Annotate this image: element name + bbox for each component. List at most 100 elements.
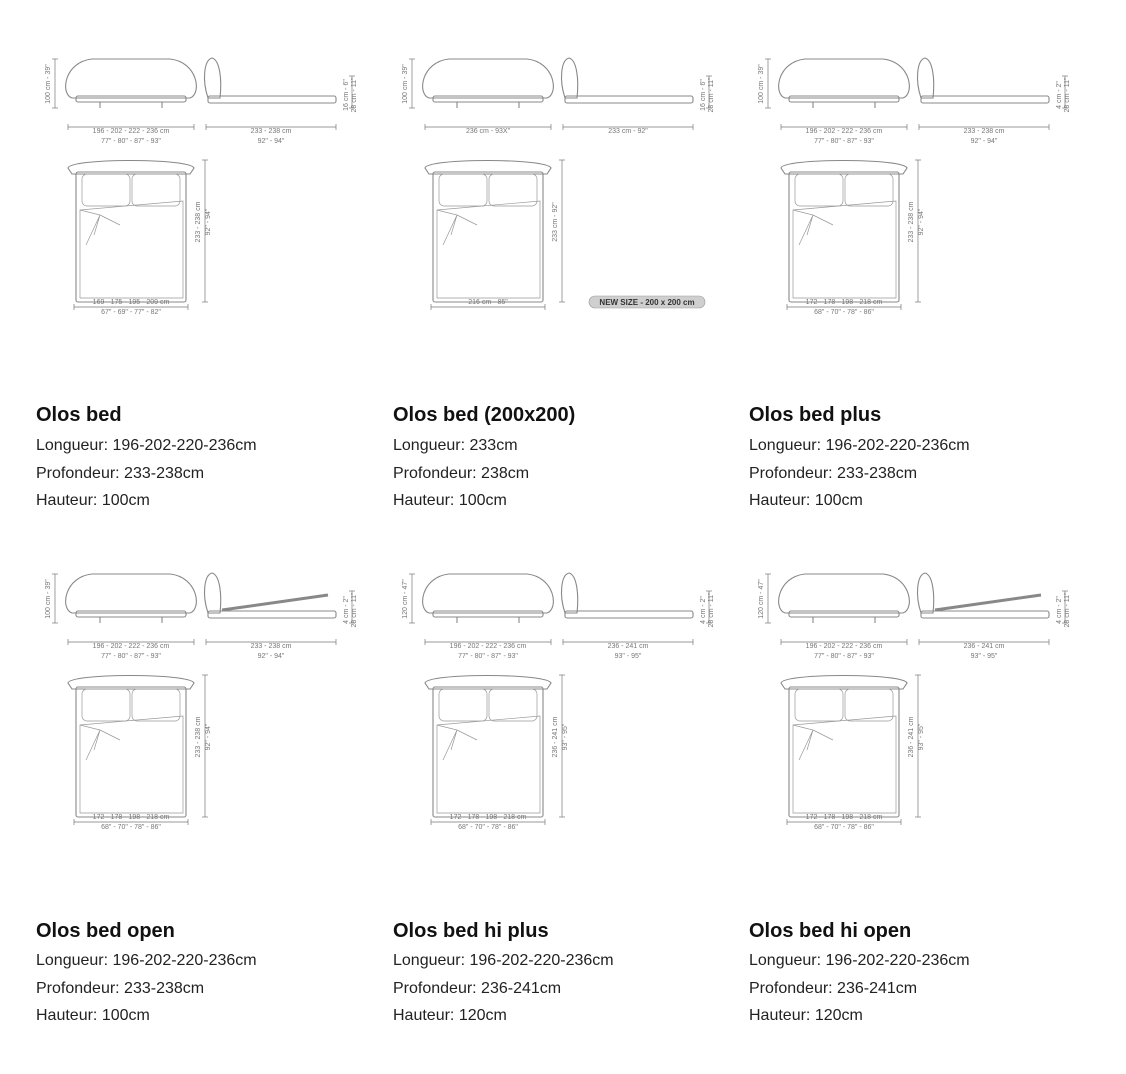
bed-drawing-svg: 100 cm - 39" 196 - 202 - 222 - 236 cm 77" … <box>45 57 358 316</box>
side-depth-label: 233 - 238 cm <box>964 128 1005 135</box>
spec-length: Longueur: 196-202-220-236cm <box>36 952 257 969</box>
spec-height: Hauteur: 100cm <box>36 1007 150 1024</box>
front-width-inch-label: 77" - 80" - 87" - 93" <box>101 653 161 660</box>
technical-drawing: 100 cm - 39" 196 - 202 - 222 - 236 cm 77" … <box>0 50 358 350</box>
plan-width-inch-label: 68" - 70" - 78" - 86" <box>458 824 518 831</box>
spec-length: Longueur: 196-202-220-236cm <box>749 952 970 969</box>
plan-depth-label: 233 - 238 cm <box>195 716 202 757</box>
side-height-label-1: 4 cm - 2" <box>1056 596 1063 624</box>
height-dimension-label: 100 cm - 39" <box>402 64 409 104</box>
plan-depth-inch-label: 93" - 95" <box>562 723 569 750</box>
side-depth-inch-label: 92" - 94" <box>971 138 998 145</box>
bed-drawing-svg: 120 cm - 47"196 - 202 - 222 - 236 cm77" … <box>402 572 715 831</box>
front-elevation: 120 cm - 47"196 - 202 - 222 - 236 cm77" … <box>758 573 910 660</box>
plan-depth-inch-label: 92" - 94" <box>918 208 925 235</box>
height-dimension-label: 100 cm - 39" <box>45 64 52 104</box>
plan-view: 233 cm - 92" 216 cm - 85" <box>424 159 565 310</box>
spec-depth: Profondeur: 236-241cm <box>393 980 562 997</box>
side-depth-label: 233 - 238 cm <box>251 128 292 135</box>
side-depth-label: 233 - 238 cm <box>251 643 292 650</box>
product-name: Olos bed hi open <box>749 920 912 942</box>
spec-height: Hauteur: 100cm <box>393 492 507 509</box>
product-name: Olos bed (200x200) <box>393 404 576 426</box>
spec-depth: Profondeur: 233-238cm <box>36 465 205 482</box>
plan-depth-inch-label: 92" - 94" <box>205 723 212 750</box>
front-width-inch-label: 77" - 80" - 87" - 93" <box>458 653 518 660</box>
product-name: Olos bed open <box>36 920 175 942</box>
side-height-label-2: 28 cm - 11" <box>708 592 715 628</box>
product-name: Olos bed plus <box>749 404 882 426</box>
side-height-label-2: 28 cm - 11" <box>351 77 358 113</box>
side-height-label-1: 16 cm - 6" <box>343 79 350 111</box>
product-name: Olos bed hi plus <box>393 920 549 942</box>
spec-length: Longueur: 196-202-220-236cm <box>749 437 970 454</box>
bed-drawing-svg: 100 cm - 39" 236 cm - 93X" 16 cm - 6"28 cm… <box>402 57 715 310</box>
front-elevation: 100 cm - 39"196 - 202 - 222 - 236 cm77" … <box>45 573 197 660</box>
side-depth-inch-label: 93" - 95" <box>971 653 998 660</box>
spec-height: Hauteur: 120cm <box>393 1007 507 1024</box>
front-width-inch-label: 77" - 80" - 87" - 93" <box>814 138 874 145</box>
side-height-label-2: 28 cm - 11" <box>1064 592 1071 628</box>
plan-depth-inch-label: 92" - 94" <box>205 208 212 235</box>
side-height-label-2: 28 cm - 11" <box>1064 77 1071 113</box>
plan-width-label: 172 - 178 - 198 - 218 cm <box>93 814 170 821</box>
product-name: Olos bed <box>36 404 122 426</box>
side-height-label-2: 28 cm - 11" <box>708 77 715 113</box>
plan-width-inch-label: 68" - 70" - 78" - 86" <box>101 824 161 831</box>
side-height-label-1: 4 cm - 2" <box>700 596 707 624</box>
side-depth-inch-label: 92" - 94" <box>258 653 285 660</box>
side-depth-label: 236 - 241 cm <box>608 643 649 650</box>
plan-depth-label: 233 cm - 92" <box>552 202 559 242</box>
front-width-label: 196 - 202 - 222 - 236 cm <box>93 128 170 135</box>
technical-drawing: 100 cm - 39" 236 cm - 93X" 16 cm - 6"28 cm… <box>357 50 715 350</box>
plan-width-label: 172 - 178 - 198 - 218 cm <box>450 814 527 821</box>
product-card-olos-bed: 100 cm - 39" 196 - 202 - 222 - 236 cm 77" … <box>0 0 358 520</box>
side-elevation: 4 cm - 2"28 cm - 11" 233 - 238 cm 92" - 94… <box>916 57 1071 145</box>
side-height-label-2: 28 cm - 11" <box>351 592 358 628</box>
bed-drawing-svg: 120 cm - 47"196 - 202 - 222 - 236 cm77" … <box>758 572 1071 831</box>
plan-width-label: 169 - 175 - 195 - 209 cm <box>93 299 170 306</box>
side-height-label-1: 16 cm - 6" <box>700 79 707 111</box>
front-elevation: 100 cm - 39" 196 - 202 - 222 - 236 cm 77" … <box>45 58 197 145</box>
spec-depth: Profondeur: 233-238cm <box>36 980 205 997</box>
spec-depth: Profondeur: 238cm <box>393 465 530 482</box>
front-width-inch-label: 77" - 80" - 87" - 93" <box>101 138 161 145</box>
new-size-badge-label: NEW SIZE - 200 x 200 cm <box>599 298 694 307</box>
plan-width-inch-label: 68" - 70" - 78" - 86" <box>814 309 874 316</box>
bed-drawing-svg: 100 cm - 39"196 - 202 - 222 - 236 cm77" … <box>758 57 1071 316</box>
height-dimension-label: 100 cm - 39" <box>45 579 52 619</box>
product-card-olos-bed-200x200: 100 cm - 39" 236 cm - 93X" 16 cm - 6"28 cm… <box>357 0 715 520</box>
spec-length: Longueur: 196-202-220-236cm <box>393 952 614 969</box>
spec-height: Hauteur: 120cm <box>749 1007 863 1024</box>
plan-depth-inch-label: 93" - 95" <box>918 723 925 750</box>
front-width-label: 196 - 202 - 222 - 236 cm <box>806 643 883 650</box>
plan-width-label: 172 - 178 - 198 - 218 cm <box>806 299 883 306</box>
side-elevation: 16 cm - 6"28 cm - 11"233 cm - 92" <box>560 57 715 135</box>
plan-width-label: 216 cm - 85" <box>468 299 508 306</box>
front-elevation: 100 cm - 39" 236 cm - 93X" <box>402 58 554 135</box>
front-width-label: 236 cm - 93X" <box>466 128 511 135</box>
side-height-label-1: 4 cm - 2" <box>1056 81 1063 109</box>
front-elevation: 100 cm - 39"196 - 202 - 222 - 236 cm77" … <box>758 58 910 145</box>
plan-depth-label: 233 - 238 cm <box>195 201 202 242</box>
height-dimension-label: 100 cm - 39" <box>758 64 765 104</box>
plan-width-inch-label: 68" - 70" - 78" - 86" <box>814 824 874 831</box>
front-width-inch-label: 77" - 80" - 87" - 93" <box>814 653 874 660</box>
spec-length: Longueur: 196-202-220-236cm <box>36 437 257 454</box>
